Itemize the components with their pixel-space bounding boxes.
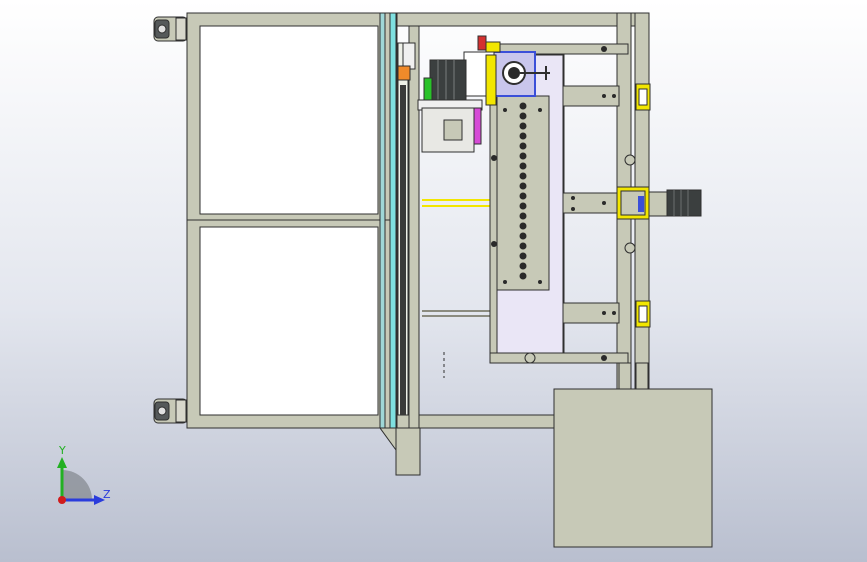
caster-wheel-bottom bbox=[153, 398, 188, 424]
nozzle-hole bbox=[519, 112, 527, 120]
nozzle-hole bbox=[519, 162, 527, 170]
rail-bolts bbox=[571, 46, 636, 361]
dispense-head bbox=[463, 35, 550, 106]
y-axis-label: Y bbox=[58, 444, 66, 457]
nozzle-plate bbox=[491, 95, 550, 291]
coordinate-triad[interactable]: Y Z bbox=[57, 444, 111, 505]
nozzle-hole bbox=[519, 132, 527, 140]
nozzle-hole bbox=[519, 262, 527, 270]
cabinet-panel-top bbox=[199, 25, 379, 215]
origin-marker bbox=[58, 496, 66, 504]
drive-motor bbox=[638, 189, 702, 217]
nozzle-hole bbox=[519, 182, 527, 190]
pump-motor bbox=[397, 59, 483, 153]
nozzle-hole bbox=[519, 242, 527, 250]
control-box bbox=[553, 362, 713, 548]
nozzle-hole bbox=[519, 142, 527, 150]
nozzle-hole bbox=[519, 152, 527, 160]
nozzle-hole bbox=[519, 252, 527, 260]
nozzle-hole bbox=[519, 122, 527, 130]
yellow-guide-rods bbox=[422, 199, 492, 317]
z-axis-label: Z bbox=[103, 488, 111, 501]
left-cabinet-frame bbox=[186, 12, 398, 429]
nozzle-hole bbox=[519, 212, 527, 220]
cabinet-panel-bottom bbox=[199, 226, 379, 416]
glass-door-strip bbox=[379, 12, 416, 429]
nozzle-hole bbox=[519, 272, 527, 280]
nozzle-hole bbox=[519, 202, 527, 210]
caster-wheel-top bbox=[153, 16, 188, 42]
nozzle-hole bbox=[519, 232, 527, 240]
nozzle-hole bbox=[519, 172, 527, 180]
nozzle-hole bbox=[519, 222, 527, 230]
nozzle-hole bbox=[519, 192, 527, 200]
nozzle-hole bbox=[519, 102, 527, 110]
nozzle-row bbox=[519, 102, 527, 280]
